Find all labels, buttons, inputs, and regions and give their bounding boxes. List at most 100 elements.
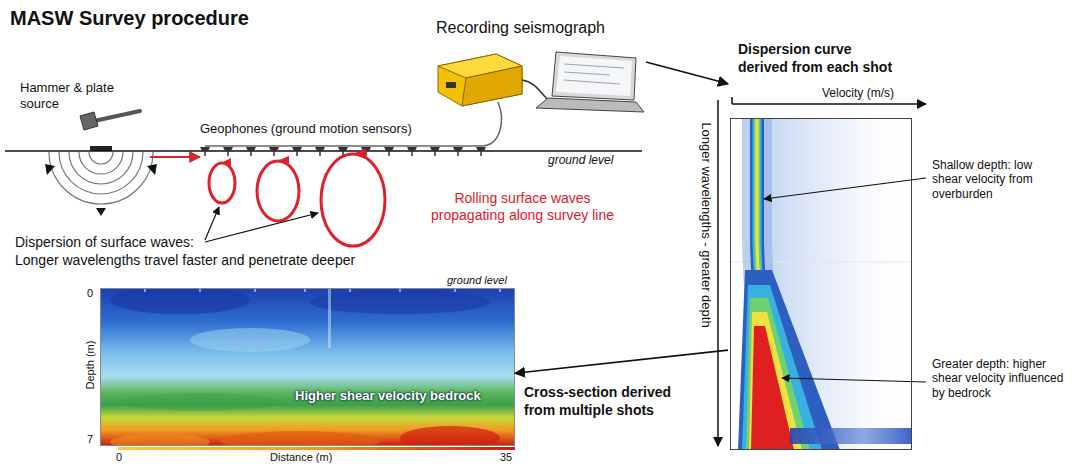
dispersion-axes [732,103,926,105]
wavefronts [79,152,123,174]
rolling-waves [209,154,385,246]
flow-arrow [515,350,728,373]
seismograph [446,82,456,88]
rolling-wave-heads [277,156,289,166]
geophones [315,147,325,156]
geophones [476,147,486,156]
panel-heading: Cross-section derived from multiple shot… [524,383,684,419]
rolling-wave-heads [352,149,366,159]
dispersion-image [730,118,912,450]
axis-label: Depth (m) [83,335,97,395]
callout-leaders [782,378,926,382]
dispersion-leaders [205,207,219,240]
seismograph [522,80,548,100]
dispersion-leaders [205,207,318,242]
dispersion-image [730,118,912,450]
axis-tick: 0 [116,451,122,464]
geophones [384,147,394,156]
rolling-waves [257,161,299,221]
dispersion-image [790,428,912,444]
plot-annotation: Higher shear velocity bedrock [295,388,481,404]
surface-wave-arrow [150,156,200,158]
axis-tick: 35 [500,451,512,464]
rolling-wave-heads [221,149,366,168]
callout-text: Greater depth: higher shear velocity inf… [932,357,1067,400]
cross-section-image [190,328,310,352]
cross-section-image [120,393,280,411]
wave-direction-marks [45,164,55,175]
wave-direction-marks [45,164,157,216]
laptop [564,80,620,84]
cross-section-frame [101,289,515,446]
cross-section-image [110,434,210,446]
geophone-cable [205,145,481,147]
wave-label: Rolling surface waves propagating along … [420,190,625,224]
laptop [564,64,624,68]
hammer-source [80,111,140,151]
cross-section-image [220,431,380,446]
ground-line [5,150,642,152]
rolling-wave-heads [221,158,231,168]
dispersion-note: Longer wavelengths travel faster and pen… [15,252,355,269]
hammer-source [94,111,140,121]
laptop [564,72,610,75]
geophones [453,147,463,156]
geophones [200,147,210,156]
dispersion-image [742,285,822,450]
geophones [269,147,279,156]
seismograph-group: Recording seismograph [432,16,646,114]
callout-text: Shallow depth: low shear velocity from o… [932,158,1052,201]
geophones [407,147,417,156]
cross-section-image [100,288,515,446]
geophones [430,147,440,156]
rolling-waves [209,163,235,203]
dispersion-image [746,298,810,450]
title-text: MASW Survey procedure [10,6,249,30]
dispersion-image [731,119,912,450]
geophones [223,147,233,156]
dispersion-image [751,326,794,450]
source-label: Hammer & plate source [20,80,140,111]
axis-label: Velocity (m/s) [822,86,894,100]
dispersion-note: Dispersion of surface waves: [15,234,194,251]
rolling-waves [321,154,385,246]
dispersion-leaders [205,213,318,242]
wavefronts [59,152,143,194]
ground-label: ground level [447,274,507,287]
laptop [536,98,644,112]
cross-section-image [310,290,490,314]
geophones [292,147,302,156]
laptop [536,52,644,112]
dispersion-axes [731,97,733,104]
dispersion-axes [717,100,719,446]
axis-tick: 7 [87,433,93,446]
callout-leaders [764,178,926,382]
hammer-source [80,112,98,130]
wave-direction-marks [147,164,157,175]
sensor-label: Geophones (ground motion sensors) [200,121,412,137]
laptop [552,52,636,100]
dispersion-image [738,270,840,450]
cross-section-image [328,288,331,348]
cross-section-image [110,288,250,314]
seismograph [438,54,548,106]
wavefronts [49,152,153,204]
axis-label: Distance (m) [270,451,332,464]
laptop [556,56,632,96]
geophone-cable [481,102,501,146]
seismograph [438,54,522,106]
cross-section-image [400,426,500,446]
wave-direction-marks [96,208,106,216]
dispersion-axes [718,97,926,446]
wavefronts [49,152,153,204]
geophones [246,147,256,156]
callout-leaders [764,178,926,199]
colour-bar [118,447,515,450]
seismograph [462,66,522,106]
panel-heading: Dispersion curve derived from each shot [738,40,898,76]
cross-section-plot: Higher shear velocity bedrock [100,288,515,446]
wavefronts [69,152,133,184]
flow-arrow [646,62,728,84]
ground-label: ground level [548,153,613,167]
axis-label: Longer wavelengths - greater depth [698,105,714,345]
